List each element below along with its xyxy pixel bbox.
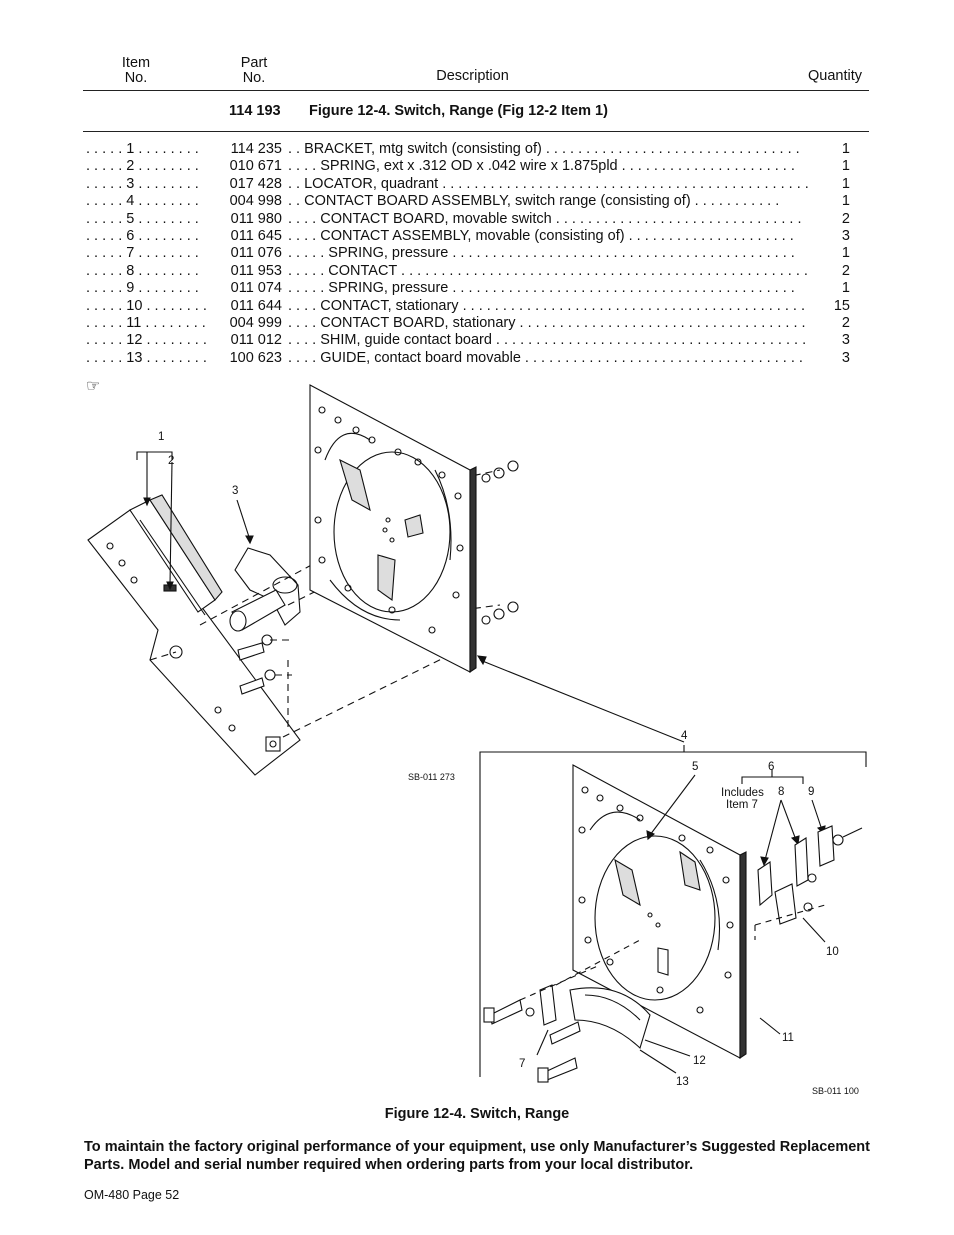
page-footer: OM-480 Page 52 — [84, 1188, 180, 1202]
callout-11: 11 — [782, 1032, 794, 1044]
callout-1: 1 — [158, 431, 164, 443]
part-description: . . . . CONTACT, stationary . . . . . . … — [288, 297, 806, 314]
part-description: . . . . . CONTACT . . . . . . . . . . . … — [288, 262, 808, 279]
lower-board-drawing — [572, 764, 747, 1060]
part-quantity: 3 — [841, 227, 850, 244]
locator-drawing — [229, 499, 301, 695]
part-no: 010 671 — [229, 158, 282, 175]
detail-frame — [479, 751, 867, 1077]
parts-row: . . . . . 4 . . . . . . . .004 998. . CO… — [86, 193, 856, 210]
part-quantity: 1 — [841, 141, 850, 157]
callout-9: 9 — [808, 786, 814, 798]
parts-row: . . . . . 12 . . . . . . . .011 012. . .… — [86, 332, 856, 349]
includes-note-line2: Item 7 — [726, 799, 758, 811]
figure-heading-title: Figure 12-4. Switch, Range (Fig 12-2 Ite… — [309, 103, 608, 119]
part-no: 011 645 — [230, 227, 282, 244]
upper-board-drawing — [309, 384, 477, 674]
upper-hardware — [481, 460, 519, 625]
part-no: 011 074 — [230, 280, 282, 297]
callout-7: 7 — [519, 1058, 525, 1070]
movable-contact-parts — [757, 825, 863, 925]
part-quantity: 1 — [841, 193, 850, 210]
callout-4: 4 — [681, 730, 688, 742]
part-quantity: 1 — [841, 280, 850, 297]
figure-caption: Figure 12-4. Switch, Range — [384, 1106, 570, 1122]
part-quantity: 1 — [841, 175, 850, 192]
part-description: . . . . . SPRING, pressure . . . . . . .… — [288, 280, 795, 297]
parts-row: . . . . . 7 . . . . . . . .011 076. . . … — [86, 245, 856, 262]
ref-code-bottom: SB-011 100 — [812, 1086, 859, 1096]
part-description: . . . . GUIDE, contact board movable . .… — [288, 349, 803, 366]
figure-heading-rule — [83, 131, 869, 132]
part-description: . . . . SPRING, ext x .312 OD x .042 wir… — [288, 158, 795, 175]
part-no: 100 623 — [229, 349, 282, 366]
header-part-no: Part No. — [240, 55, 268, 86]
part-quantity: 1 — [841, 158, 850, 175]
bracket-drawing — [87, 494, 301, 776]
callout-1-2-leader — [136, 451, 174, 591]
part-no: 004 998 — [229, 193, 282, 210]
includes-note-line1: Includes — [721, 787, 764, 799]
parts-row: . . . . . 3 . . . . . . . .017 428. . LO… — [86, 176, 856, 193]
callout-6: 6 — [768, 761, 774, 773]
callout-8: 8 — [778, 786, 784, 798]
part-description: . . . . SHIM, guide contact board . . . … — [288, 332, 807, 349]
part-description: . . . . . SPRING, pressure . . . . . . .… — [288, 245, 795, 262]
part-description: . . BRACKET, mtg switch (consisting of) … — [288, 141, 800, 157]
part-quantity: 2 — [841, 262, 850, 279]
parts-list: . . . . . 1 . . . . . . . .114 235. . BR… — [86, 141, 856, 367]
header-item-no: Item No. — [121, 55, 151, 86]
part-description: . . . . CONTACT BOARD, movable switch . … — [288, 210, 802, 227]
header-rule — [83, 90, 869, 91]
replacement-parts-notice: To maintain the factory original perform… — [84, 1139, 870, 1173]
part-description: . . CONTACT BOARD ASSEMBLY, switch range… — [288, 193, 780, 210]
lower-hardware — [483, 984, 651, 1083]
callout-3: 3 — [232, 485, 238, 497]
parts-row: . . . . . 13 . . . . . . . .100 623. . .… — [86, 350, 856, 367]
header-quantity: Quantity — [808, 68, 862, 84]
parts-row: . . . . . 11 . . . . . . . .004 999. . .… — [86, 315, 856, 332]
parts-row: . . . . . 9 . . . . . . . .011 074. . . … — [86, 280, 856, 297]
part-description: . . . . CONTACT ASSEMBLY, movable (consi… — [288, 227, 794, 244]
parts-row: . . . . . 5 . . . . . . . .011 980. . . … — [86, 211, 856, 228]
part-quantity: 3 — [841, 332, 850, 349]
part-no: 011 012 — [230, 332, 282, 349]
hand-pointer-icon: ☞ — [86, 378, 101, 395]
part-quantity: 15 — [833, 297, 850, 314]
callout-2: 2 — [168, 455, 174, 467]
callout-13: 13 — [676, 1076, 689, 1088]
ref-code-top: SB-011 273 — [408, 772, 455, 782]
part-no: 011 076 — [230, 245, 282, 262]
callout-10: 10 — [826, 946, 839, 958]
part-description: . . . . CONTACT BOARD, stationary . . . … — [288, 314, 806, 331]
part-no: 011 644 — [230, 297, 282, 314]
part-quantity: 1 — [841, 245, 850, 262]
callout-5: 5 — [692, 761, 698, 773]
part-description: . . LOCATOR, quadrant . . . . . . . . . … — [288, 175, 809, 192]
parts-row: . . . . . 8 . . . . . . . .011 953. . . … — [86, 263, 856, 280]
parts-row: . . . . . 10 . . . . . . . .011 644. . .… — [86, 298, 856, 315]
part-no: 114 235 — [230, 141, 282, 157]
figure-part-no: 114 193 — [229, 103, 281, 119]
part-quantity: 2 — [841, 314, 850, 331]
parts-row: . . . . . 1 . . . . . . . .114 235. . BR… — [86, 141, 856, 158]
parts-row: . . . . . 6 . . . . . . . .011 645. . . … — [86, 228, 856, 245]
header-description: Description — [436, 68, 509, 84]
part-quantity: 3 — [841, 349, 850, 366]
part-quantity: 2 — [841, 210, 850, 227]
part-no: 011 953 — [230, 262, 282, 279]
parts-row: . . . . . 2 . . . . . . . .010 671. . . … — [86, 158, 856, 175]
part-no: 017 428 — [229, 175, 282, 192]
callout-12: 12 — [693, 1055, 706, 1067]
part-no: 004 999 — [229, 314, 282, 331]
part-no: 011 980 — [230, 210, 282, 227]
